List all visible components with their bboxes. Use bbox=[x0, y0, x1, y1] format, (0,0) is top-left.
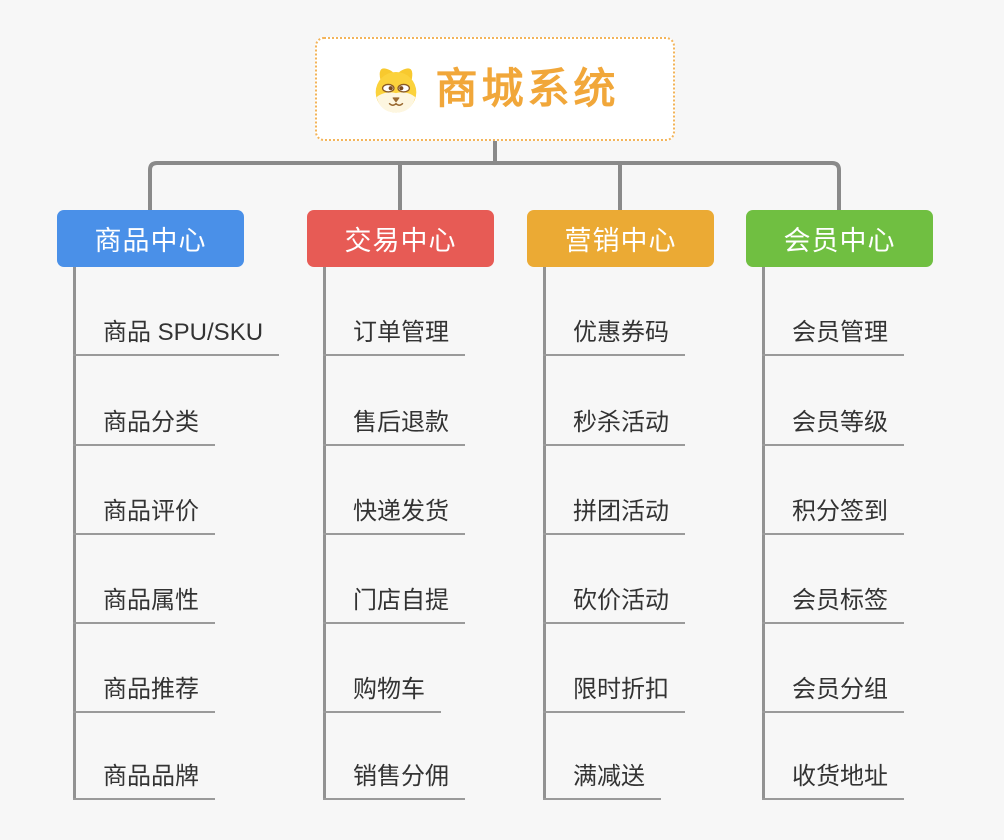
child-node[interactable]: 砍价活动 bbox=[543, 586, 685, 624]
child-node[interactable]: 商品评价 bbox=[73, 497, 215, 535]
child-node[interactable]: 会员等级 bbox=[762, 408, 904, 446]
child-node[interactable]: 订单管理 bbox=[323, 318, 465, 356]
child-node[interactable]: 优惠券码 bbox=[543, 318, 685, 356]
child-node[interactable]: 会员标签 bbox=[762, 586, 904, 624]
child-node[interactable]: 销售分佣 bbox=[323, 762, 465, 800]
child-node[interactable]: 商品 SPU/SKU bbox=[73, 318, 280, 356]
child-node[interactable]: 拼团活动 bbox=[543, 497, 685, 535]
child-node[interactable]: 购物车 bbox=[323, 675, 441, 713]
branch-node-3[interactable]: 营销中心 bbox=[527, 210, 714, 267]
child-node[interactable]: 门店自提 bbox=[323, 586, 465, 624]
child-node[interactable]: 商品推荐 bbox=[73, 675, 215, 713]
branch-node-1[interactable]: 商品中心 bbox=[57, 210, 244, 267]
child-node[interactable]: 商品属性 bbox=[73, 586, 215, 624]
child-node[interactable]: 秒杀活动 bbox=[543, 408, 685, 446]
root-title: 商城系统 bbox=[435, 65, 620, 112]
dog-face-icon bbox=[376, 68, 417, 113]
child-node[interactable]: 快递发货 bbox=[323, 497, 465, 535]
child-node[interactable]: 限时折扣 bbox=[543, 675, 685, 713]
child-node[interactable]: 商品品牌 bbox=[73, 762, 215, 800]
child-node[interactable]: 会员管理 bbox=[762, 318, 904, 356]
root-node[interactable]: 商城系统 bbox=[315, 37, 675, 141]
child-node[interactable]: 会员分组 bbox=[762, 675, 904, 713]
child-node[interactable]: 商品分类 bbox=[73, 408, 215, 446]
child-node[interactable]: 售后退款 bbox=[323, 408, 465, 446]
branch-node-2[interactable]: 交易中心 bbox=[307, 210, 494, 267]
branch-node-4[interactable]: 会员中心 bbox=[746, 210, 933, 267]
child-node[interactable]: 收货地址 bbox=[762, 762, 904, 800]
child-node[interactable]: 满减送 bbox=[543, 762, 661, 800]
child-node[interactable]: 积分签到 bbox=[762, 497, 904, 535]
